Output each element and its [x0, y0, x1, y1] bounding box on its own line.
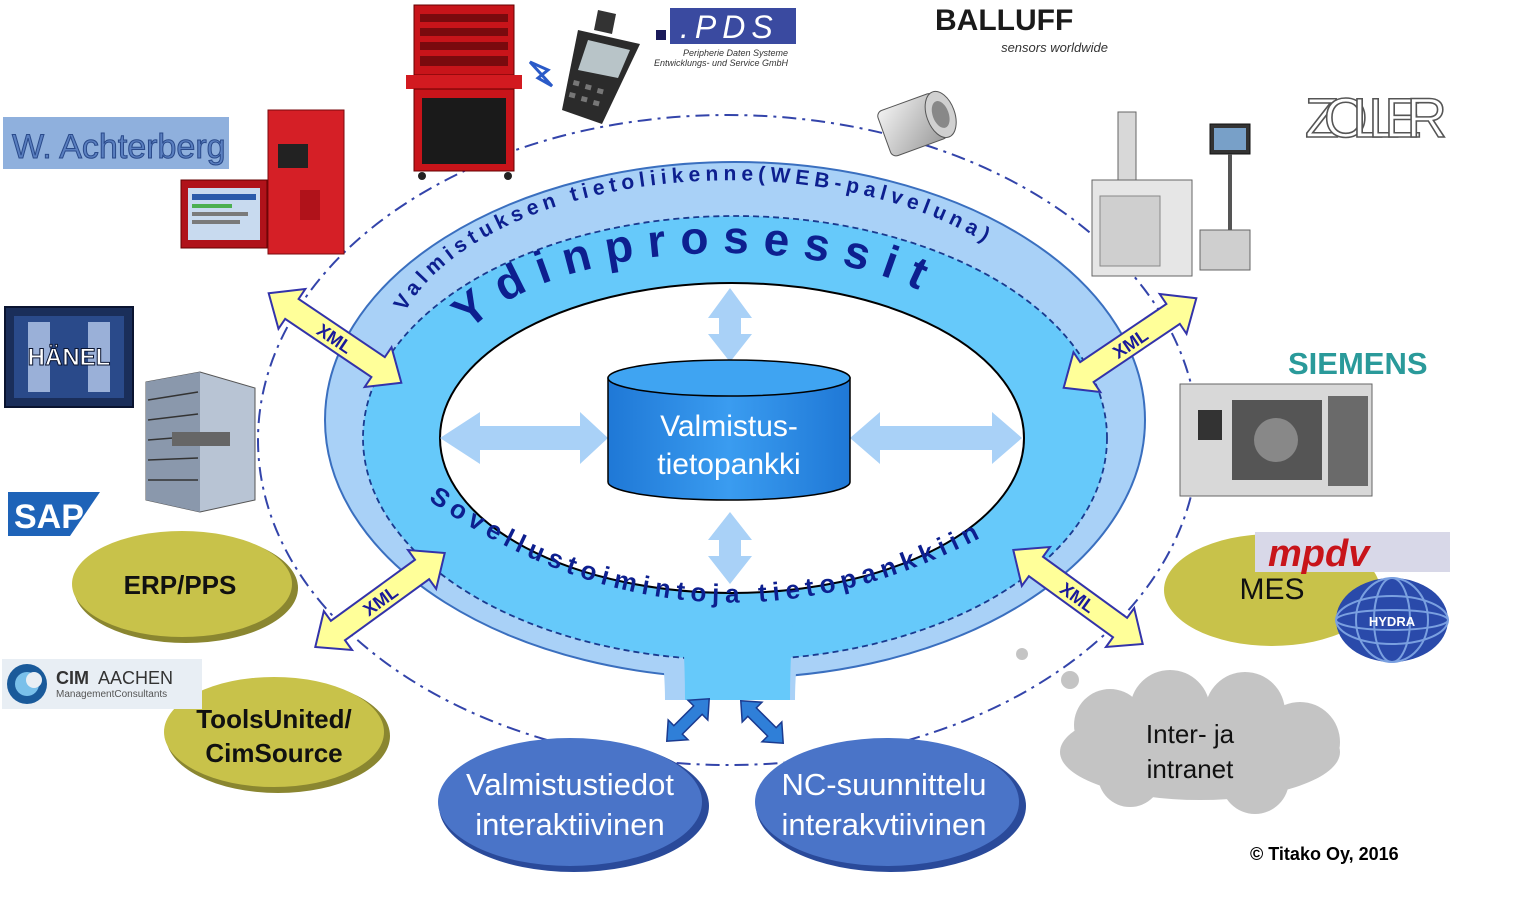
node-tools-line1: ToolsUnited/	[196, 704, 352, 734]
cloud-label-line1: Inter- ja	[1146, 719, 1235, 749]
node-tools-line2: CimSource	[205, 738, 342, 768]
zoller-logo-name: ZOLLER	[1305, 86, 1445, 149]
hydra-logo: HYDRA	[1335, 577, 1449, 663]
node-nc	[755, 738, 1026, 872]
balluff-logo-name: BALLUFF	[935, 4, 1073, 37]
node-erp-label: ERP/PPS	[124, 570, 237, 600]
balluff-logo: BALLUFF sensors worldwide	[935, 4, 1108, 55]
xml-arrow-bottom-left: XML	[314, 548, 446, 652]
pds-logo-line1: Peripherie Daten Systeme	[683, 48, 788, 58]
balluff-logo-tagline: sensors worldwide	[1001, 40, 1108, 55]
copyright-text: © Titako Oy, 2016	[1250, 844, 1399, 864]
db-arrows	[440, 288, 1022, 584]
scanner-device-illustration	[528, 10, 640, 124]
hydra-logo-name: HYDRA	[1369, 614, 1416, 629]
database-cylinder	[607, 359, 851, 501]
pds-logo: .PDS Peripherie Daten Systeme Entwicklun…	[654, 8, 796, 68]
cim-aachen-logo: CIM AACHEN ManagementConsultants	[2, 659, 202, 709]
achterberg-logo-name: W. Achterberg	[12, 128, 226, 166]
kiosk-illustration	[180, 109, 345, 255]
sensor-illustration	[877, 90, 957, 157]
node-nc-line2: interakvtiivinen	[781, 807, 986, 842]
cim-logo-name1: CIM	[56, 668, 89, 688]
node-nc-line1: NC-suunnittelu	[781, 767, 986, 802]
sap-logo: SAP	[8, 492, 100, 536]
hanel-logo: HÄNEL	[4, 306, 134, 408]
cnc-machine-illustration	[1179, 383, 1373, 497]
hanel-logo-name: HÄNEL	[28, 344, 111, 371]
tool-cabinet-illustration	[406, 4, 522, 180]
cim-logo-sub: ManagementConsultants	[56, 689, 167, 700]
cloud-label-line2: intranet	[1147, 754, 1234, 784]
mpdv-logo: mpdv	[1255, 532, 1450, 575]
sap-logo-name: SAP	[14, 498, 84, 536]
cloud-shape	[1016, 648, 1340, 814]
node-valmistustiedot-line1: Valmistustiedot	[466, 767, 674, 802]
database-label-line2: tietopankki	[657, 448, 800, 481]
pds-logo-line2: Entwicklungs- und Service GmbH	[654, 58, 789, 68]
pds-logo-name: .PDS	[680, 9, 779, 45]
node-erp	[72, 531, 298, 643]
achterberg-logo: W. Achterberg	[3, 117, 229, 169]
storage-unit-illustration	[145, 371, 256, 513]
node-valmistustiedot	[438, 738, 709, 872]
mpdv-logo-name: mpdv	[1268, 533, 1371, 575]
bottom-arrows	[665, 697, 785, 745]
database-label-line1: Valmistus-	[660, 410, 798, 443]
zoller-logo: ZOLLER	[1304, 85, 1448, 150]
zoller-machine-illustration	[1091, 111, 1251, 277]
siemens-logo: SIEMENS	[1288, 346, 1428, 381]
node-tools	[164, 677, 390, 793]
siemens-logo-name: SIEMENS	[1288, 346, 1428, 381]
node-valmistustiedot-line2: interaktiivinen	[475, 807, 665, 842]
node-mes-label: MES	[1239, 573, 1304, 606]
cim-logo-name2: AACHEN	[98, 668, 173, 688]
